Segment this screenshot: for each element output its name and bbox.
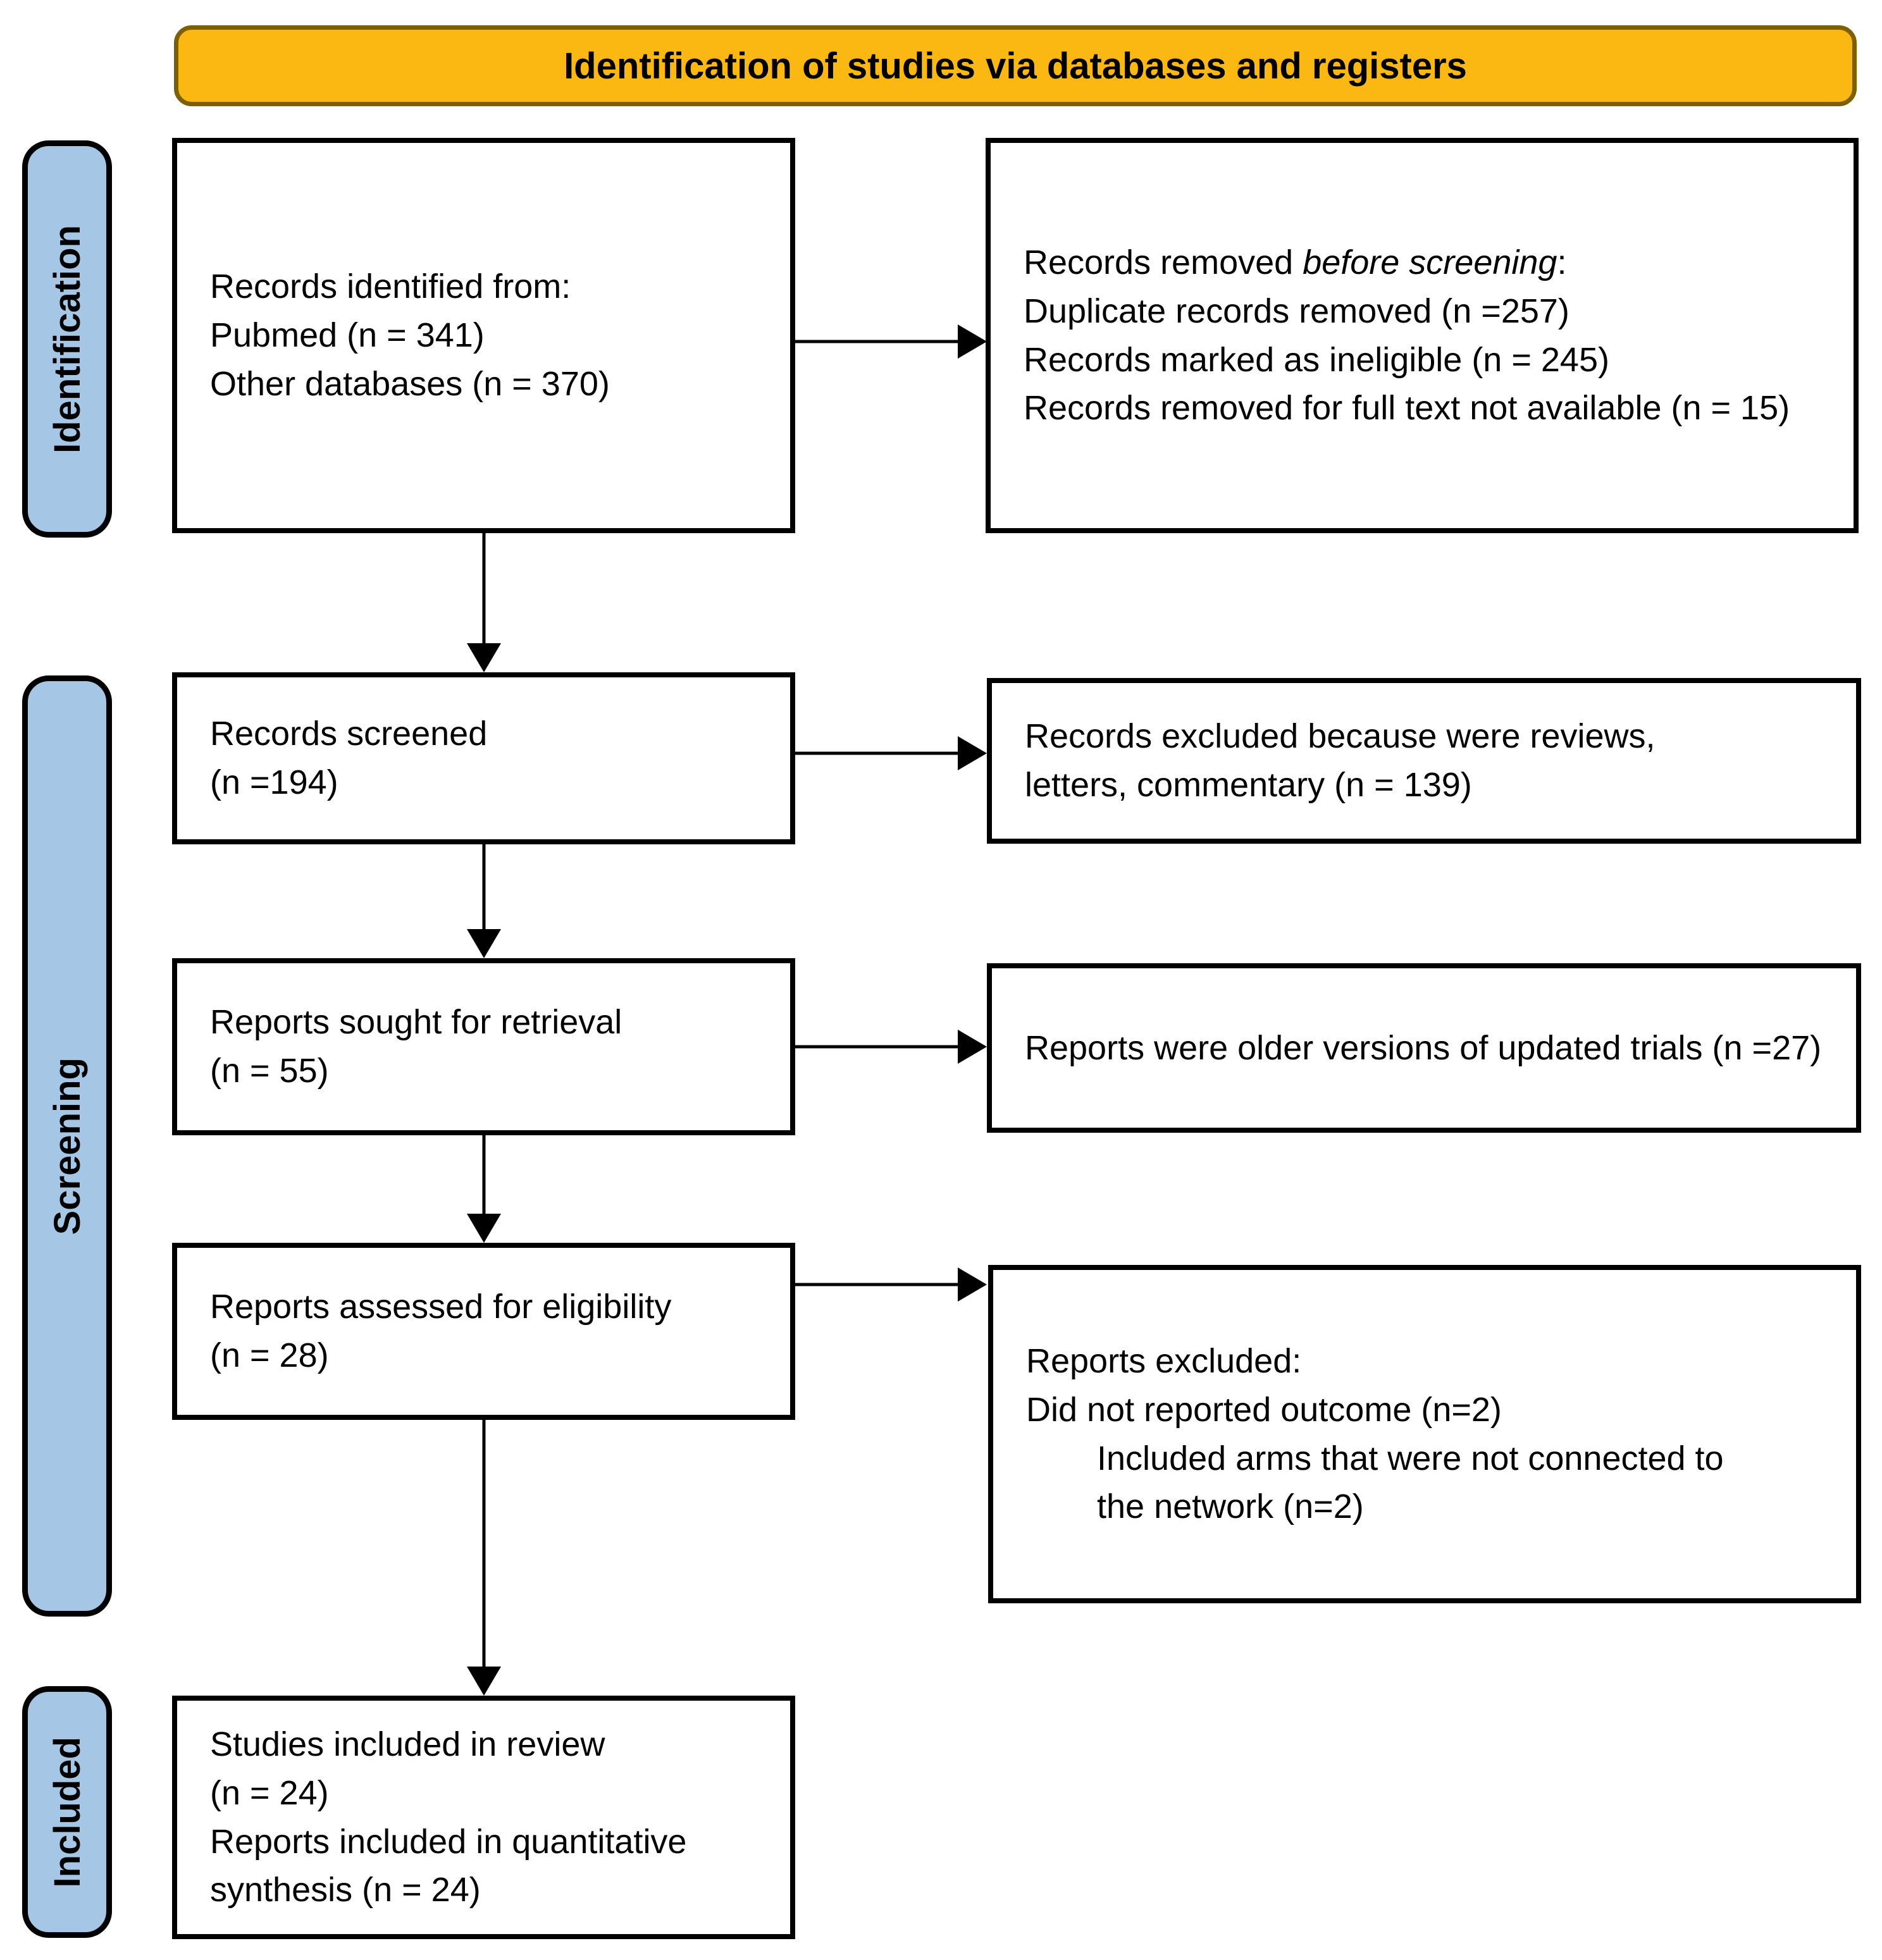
box-records-removed-before-screening: Records removed before screening: Duplic… <box>986 138 1859 533</box>
box-text-line: Included arms that were not connected to <box>1097 1439 1724 1477</box>
arrow-shaft <box>482 533 486 646</box>
arrow-shaft <box>482 844 486 932</box>
box-text-line: Records screened <box>210 715 488 753</box>
box-text-line: Pubmed (n = 341) <box>210 316 485 355</box>
stage-included: Included <box>22 1686 112 1938</box>
box-text-line: Reports were older versions of updated t… <box>1025 1028 1822 1067</box>
box-reports-assessed: Reports assessed for eligibility (n = 28… <box>172 1243 795 1420</box>
stage-included-label: Included <box>46 1736 88 1888</box>
arrow-head-right-icon <box>958 736 987 770</box>
box-text-line: Records removed for full text not availa… <box>1024 389 1790 428</box>
box-records-screened: Records screened (n =194) <box>172 672 795 844</box>
arrow-shaft <box>482 1135 486 1216</box>
arrow-shaft <box>795 751 960 755</box>
arrow-shaft <box>482 1420 486 1669</box>
box-text-line: Records marked as ineligible (n = 245) <box>1024 340 1609 379</box>
arrow-sought-to-older-versions <box>795 1030 987 1064</box>
arrow-head-right-icon <box>958 1030 987 1064</box>
arrow-head-down-icon <box>467 929 501 958</box>
arrow-screened-to-sought <box>467 844 501 958</box>
stage-screening: Screening <box>22 675 112 1617</box>
box-records-identified: Records identified from: Pubmed (n = 341… <box>172 138 795 533</box>
box-studies-included: Studies included in review (n = 24) Repo… <box>172 1696 795 1939</box>
arrow-head-right-icon <box>958 324 987 359</box>
box-text-line: Other databases (n = 370) <box>210 364 610 403</box>
arrow-head-down-icon <box>467 643 501 672</box>
box-text-line: (n = 28) <box>210 1336 329 1374</box>
box-text-line: letters, commentary (n = 139) <box>1025 766 1472 804</box>
stage-identification: Identification <box>22 140 112 538</box>
arrow-identified-to-removed <box>795 324 987 359</box>
box-text-line: Reports assessed for eligibility <box>210 1288 672 1326</box>
box-reports-sought: Reports sought for retrieval (n = 55) <box>172 958 795 1135</box>
box-text-line: Records removed before screening: <box>1024 243 1567 282</box>
box-text-line: Reports sought for retrieval <box>210 1003 622 1042</box>
box-text-line: synthesis (n = 24) <box>210 1871 481 1909</box>
box-text-line: Records excluded because were reviews, <box>1025 717 1656 756</box>
arrow-identified-to-screened <box>467 533 501 672</box>
box-reports-older-versions: Reports were older versions of updated t… <box>987 963 1861 1133</box>
box-text-line: (n = 24) <box>210 1773 329 1812</box>
arrow-sought-to-assessed <box>467 1135 501 1243</box>
box-text-line: (n = 55) <box>210 1052 329 1090</box>
arrow-head-right-icon <box>958 1267 987 1302</box>
arrow-head-down-icon <box>467 1214 501 1243</box>
box-records-excluded-reviews: Records excluded because were reviews, l… <box>987 678 1861 844</box>
arrow-shaft <box>795 1045 960 1049</box>
arrow-screened-to-excluded <box>795 736 987 770</box>
stage-screening-label: Screening <box>46 1057 88 1235</box>
arrow-assessed-to-included <box>467 1420 501 1696</box>
box-text-line: the network (n=2) <box>1097 1488 1364 1526</box>
diagram-title-banner: Identification of studies via databases … <box>174 25 1857 106</box>
stage-identification-label: Identification <box>46 225 88 453</box>
italic-before-screening: before screening <box>1303 243 1557 282</box>
arrow-assessed-to-reports-excluded <box>795 1267 987 1302</box>
box-text-line: Studies included in review <box>210 1725 605 1764</box>
arrow-shaft <box>795 340 960 343</box>
box-text-line: Reports included in quantitative <box>210 1822 687 1861</box>
arrow-head-down-icon <box>467 1667 501 1696</box>
box-text-line: Did not reported outcome (n=2) <box>1026 1390 1502 1429</box>
arrow-shaft <box>795 1283 960 1286</box>
box-reports-excluded: Reports excluded: Did not reported outco… <box>988 1265 1861 1603</box>
box-text-line: Records identified from: <box>210 268 571 306</box>
box-text-line: Duplicate records removed (n =257) <box>1024 292 1569 330</box>
box-text-line: Reports excluded: <box>1026 1342 1302 1381</box>
box-text-line: (n =194) <box>210 763 338 801</box>
diagram-title: Identification of studies via databases … <box>564 45 1467 87</box>
